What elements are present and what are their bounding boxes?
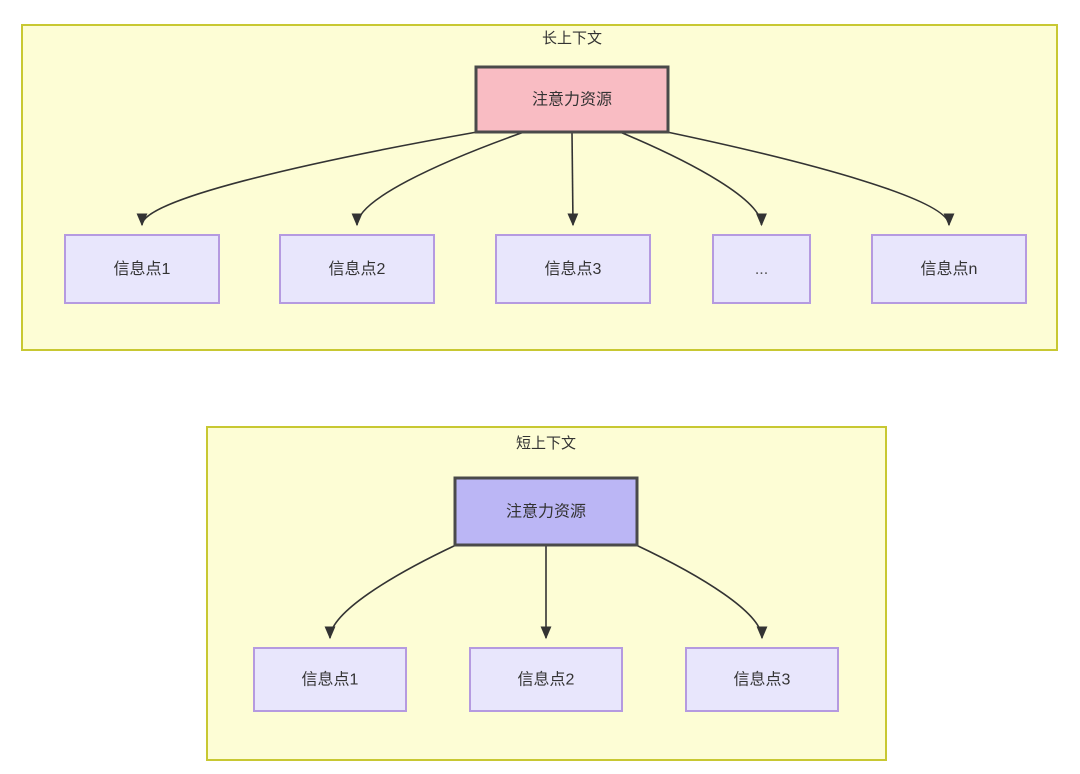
edge-long-context-1 xyxy=(351,131,525,227)
leaf-node-short-context-1[interactable] xyxy=(469,647,623,712)
leaf-node-label-long-context-3: ... xyxy=(755,261,768,278)
panel-title-long-context: 长上下文 xyxy=(542,30,602,47)
leaf-node-long-context-4[interactable] xyxy=(871,234,1027,304)
panel-title-short-context: 短上下文 xyxy=(516,435,576,452)
edge-long-context-4 xyxy=(666,131,955,227)
edge-long-context-2 xyxy=(567,131,579,227)
leaf-node-short-context-0[interactable] xyxy=(253,647,407,712)
leaf-node-long-context-0[interactable] xyxy=(64,234,220,304)
edge-long-context-0 xyxy=(136,131,478,227)
edge-short-context-2 xyxy=(635,544,768,640)
root-node-short-context[interactable] xyxy=(453,476,639,547)
leaf-node-label-long-context-1: 信息点2 xyxy=(329,260,386,278)
root-node-label-short-context: 注意力资源 xyxy=(506,502,586,521)
leaf-node-label-short-context-0: 信息点1 xyxy=(302,671,359,689)
edge-long-context-3 xyxy=(619,131,767,227)
leaf-node-long-context-3[interactable] xyxy=(712,234,811,304)
root-node-long-context[interactable] xyxy=(474,65,670,134)
leaf-node-label-long-context-0: 信息点1 xyxy=(114,260,171,278)
root-node-label-long-context: 注意力资源 xyxy=(532,90,612,109)
leaf-node-label-long-context-2: 信息点3 xyxy=(545,260,602,278)
leaf-node-long-context-1[interactable] xyxy=(279,234,435,304)
leaf-node-short-context-2[interactable] xyxy=(685,647,839,712)
edge-short-context-0 xyxy=(324,544,457,640)
leaf-node-label-long-context-4: 信息点n xyxy=(921,260,978,278)
leaf-node-long-context-2[interactable] xyxy=(495,234,651,304)
leaf-node-label-short-context-1: 信息点2 xyxy=(518,671,575,689)
leaf-node-label-short-context-2: 信息点3 xyxy=(734,671,791,689)
